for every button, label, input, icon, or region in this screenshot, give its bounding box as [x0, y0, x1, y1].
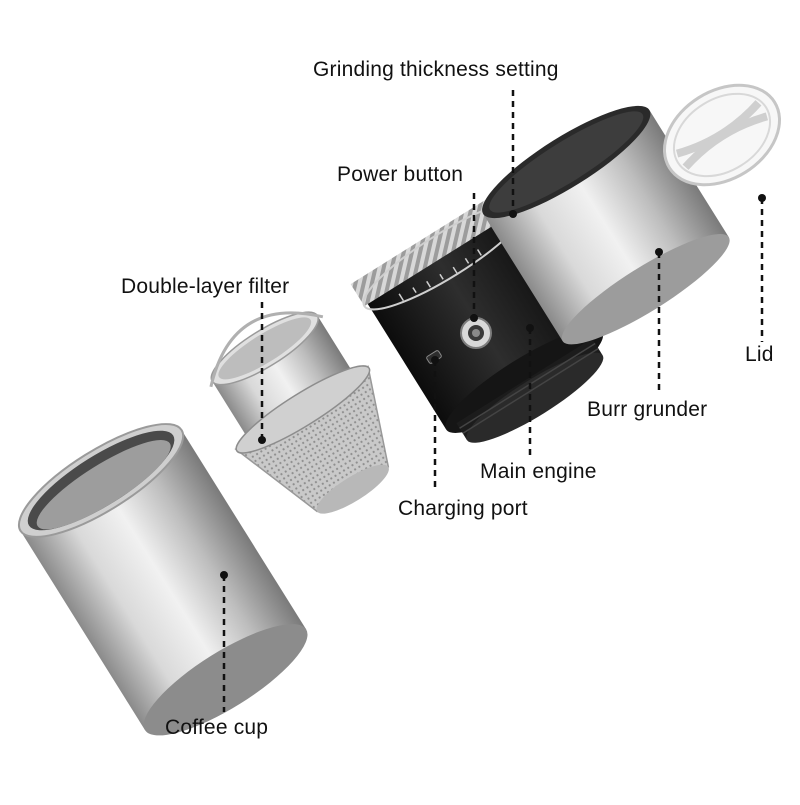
label-power-button: Power button — [337, 163, 464, 186]
coffee-cup — [17, 423, 308, 736]
label-main-engine: Main engine — [480, 460, 597, 483]
label-coffee-cup: Coffee cup — [165, 716, 269, 739]
label-lid: Lid — [745, 343, 774, 366]
double-layer-filter — [209, 311, 390, 514]
power-button-icon — [460, 317, 492, 349]
lid — [662, 83, 782, 187]
label-grinding-thickness-setting: Grinding thickness setting — [313, 58, 559, 81]
leader-dots — [220, 194, 766, 579]
label-burr-grinder: Burr grunder — [587, 398, 708, 421]
label-double-layer-filter: Double-layer filter — [121, 275, 290, 298]
label-charging-port: Charging port — [398, 497, 528, 520]
burr-grinder — [482, 105, 730, 345]
leader-lines — [222, 90, 764, 712]
